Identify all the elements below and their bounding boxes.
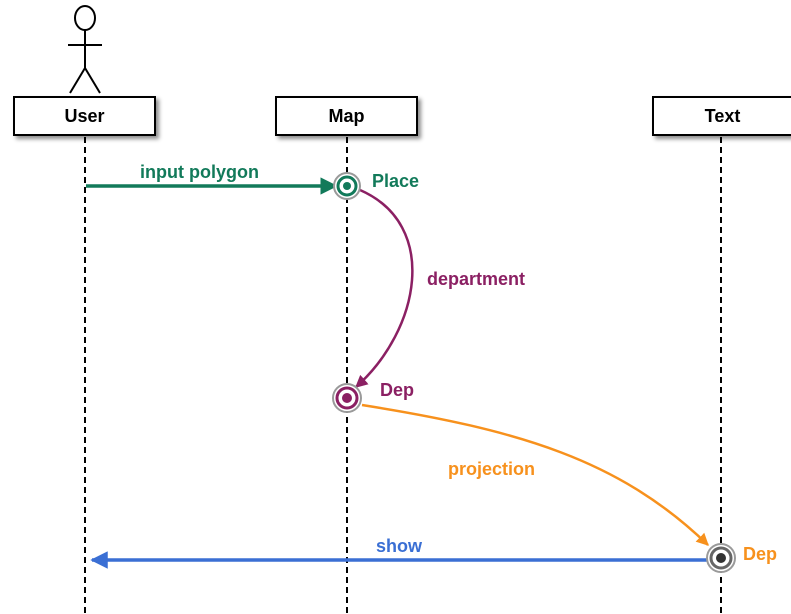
message-department-arrow <box>355 188 414 388</box>
state-dep-text-marker <box>706 543 736 573</box>
message-projection-arrow <box>361 403 709 546</box>
lifeline-box-text: Text <box>652 96 791 136</box>
state-place-marker <box>333 172 361 200</box>
message-label-input-polygon: input polygon <box>140 162 259 182</box>
actor-figure <box>68 5 102 94</box>
state-dep-map-marker <box>332 383 362 413</box>
message-label-projection: projection <box>448 459 536 479</box>
lifeline-label-user: User <box>64 105 105 126</box>
state-label-dep-text: Dep <box>743 544 778 564</box>
lifeline-label-map: Map <box>328 105 365 126</box>
lifeline-label-text: Text <box>704 105 741 126</box>
lifeline-box-map: Map <box>275 96 418 136</box>
state-label-dep-map: Dep <box>380 380 415 400</box>
state-label-place: Place <box>372 171 420 191</box>
message-label-department: department <box>427 269 526 289</box>
lifeline-box-user: User <box>13 96 156 136</box>
message-label-show: show <box>376 536 423 556</box>
